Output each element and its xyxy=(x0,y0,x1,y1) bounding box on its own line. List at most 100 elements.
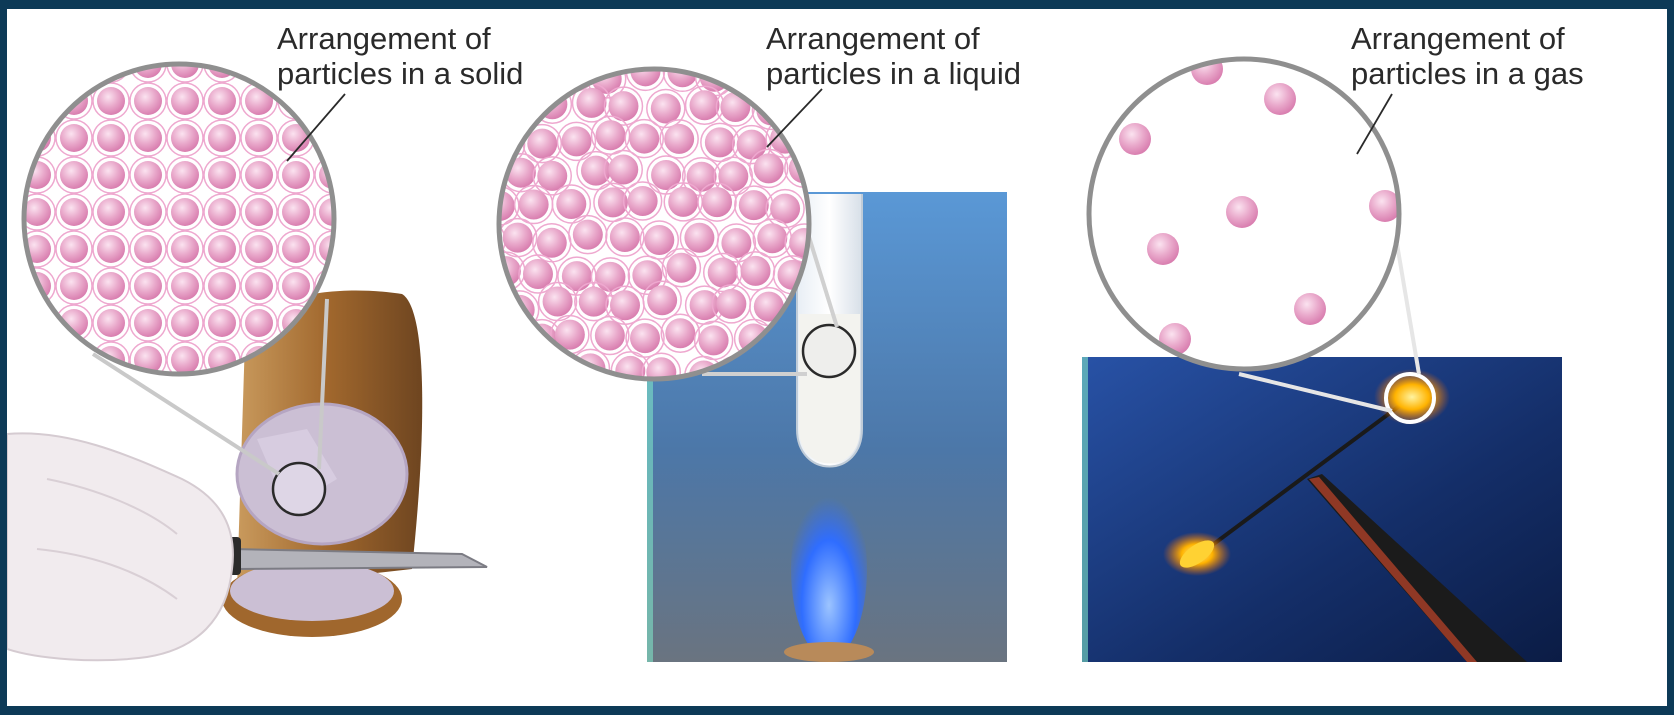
particle xyxy=(668,187,698,217)
particle xyxy=(827,89,857,119)
particle xyxy=(282,235,310,263)
particle xyxy=(610,222,640,252)
particle xyxy=(23,87,51,115)
particle xyxy=(245,235,273,263)
solid-panel xyxy=(7,9,487,660)
particle xyxy=(449,388,479,418)
particle xyxy=(356,161,384,189)
liquid-leader-line xyxy=(767,89,822,147)
particle xyxy=(577,88,607,118)
particle xyxy=(134,235,162,263)
particle xyxy=(356,235,384,263)
particle xyxy=(171,272,199,300)
particle xyxy=(754,153,784,183)
particle xyxy=(134,124,162,152)
particle xyxy=(171,346,199,374)
particle xyxy=(282,272,310,300)
particle xyxy=(134,309,162,337)
particle xyxy=(7,124,14,152)
particle xyxy=(97,87,125,115)
particle xyxy=(699,325,729,355)
particle xyxy=(614,25,644,55)
gas-label: Arrangement of particles in a gas xyxy=(1351,21,1584,91)
particle xyxy=(465,289,495,319)
particle xyxy=(60,13,88,41)
particle xyxy=(485,386,515,416)
particle xyxy=(705,127,735,157)
particle xyxy=(208,161,236,189)
particle xyxy=(465,358,495,388)
particle xyxy=(573,220,603,250)
particle xyxy=(562,261,592,291)
particle xyxy=(245,161,273,189)
particle xyxy=(561,126,591,156)
particle xyxy=(7,272,14,300)
particle xyxy=(562,391,592,421)
particle xyxy=(97,198,125,226)
particle xyxy=(608,155,638,185)
particle xyxy=(208,124,236,152)
particle xyxy=(469,162,499,192)
magnifier-circle-icon xyxy=(803,325,855,377)
particle xyxy=(7,87,14,115)
particle xyxy=(134,198,162,226)
particle xyxy=(595,321,625,351)
particle xyxy=(541,354,571,384)
particle xyxy=(509,351,539,381)
particle xyxy=(97,272,125,300)
particle xyxy=(543,287,573,317)
particle xyxy=(540,26,570,56)
particle xyxy=(503,223,533,253)
particle xyxy=(485,322,515,352)
gas-photo xyxy=(1082,357,1562,662)
particle xyxy=(23,309,51,337)
particle xyxy=(793,91,823,121)
particle xyxy=(60,235,88,263)
particle xyxy=(684,223,714,253)
particle xyxy=(632,260,662,290)
particle xyxy=(687,162,717,192)
particle xyxy=(739,190,769,220)
particle xyxy=(615,356,645,386)
particle xyxy=(537,228,567,258)
particle xyxy=(610,290,640,320)
particle xyxy=(1226,196,1258,228)
particle xyxy=(208,383,236,411)
gas-panel xyxy=(1082,53,1562,662)
particle xyxy=(451,187,481,217)
particle xyxy=(690,90,720,120)
particle xyxy=(245,272,273,300)
particle xyxy=(97,161,125,189)
particle xyxy=(665,318,695,348)
particle xyxy=(356,198,384,226)
particle xyxy=(245,13,273,41)
particle xyxy=(829,161,859,191)
particle xyxy=(7,235,14,263)
particle xyxy=(556,189,586,219)
particle xyxy=(282,87,310,115)
particle xyxy=(60,50,88,78)
particle xyxy=(208,309,236,337)
particle xyxy=(60,346,88,374)
particle xyxy=(97,309,125,337)
particle xyxy=(596,120,626,150)
particle xyxy=(23,346,51,374)
particle xyxy=(579,287,609,317)
particle xyxy=(721,23,751,53)
particle xyxy=(171,87,199,115)
particle xyxy=(644,225,674,255)
particle xyxy=(97,235,125,263)
particle xyxy=(134,161,162,189)
particle xyxy=(7,161,14,189)
gas-label-line1: Arrangement of xyxy=(1351,21,1584,56)
particle xyxy=(171,198,199,226)
particle xyxy=(97,124,125,152)
bunsen-flame xyxy=(791,479,867,659)
particle xyxy=(23,383,51,411)
particle xyxy=(449,128,479,158)
particle xyxy=(702,187,732,217)
particle xyxy=(245,50,273,78)
particle xyxy=(60,161,88,189)
particle xyxy=(282,161,310,189)
solid-label-line1: Arrangement of xyxy=(277,21,523,56)
